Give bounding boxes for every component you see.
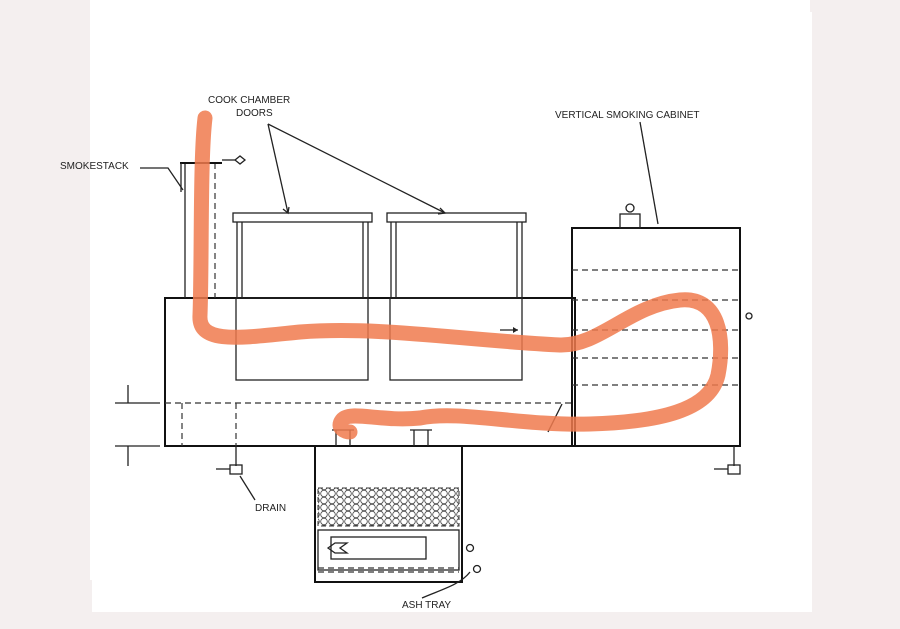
ash-tray-label: ASH TRAY [402,600,451,611]
drain-valve-left [216,446,243,475]
smokestack [180,155,247,298]
leader-lines [140,121,659,599]
cook-chamber-door-1 [232,212,373,381]
dimension-marks [115,385,160,466]
vertical-cabinet-label: VERTICAL SMOKING CABINET [555,110,699,121]
drain-label: DRAIN [255,503,286,514]
cook-chamber-label-line1: COOK CHAMBER [208,95,290,106]
firebox-vent-2 [410,429,432,446]
firebox [314,429,482,583]
damper-knob-icon [233,155,247,165]
drain-valve-right [714,446,741,475]
smoke-flow-path [192,110,729,440]
ash-tray-handle-icon [326,542,350,554]
cook-chamber-label-line2: DOORS [236,108,273,119]
smokestack-label: SMOKESTACK [60,161,129,172]
